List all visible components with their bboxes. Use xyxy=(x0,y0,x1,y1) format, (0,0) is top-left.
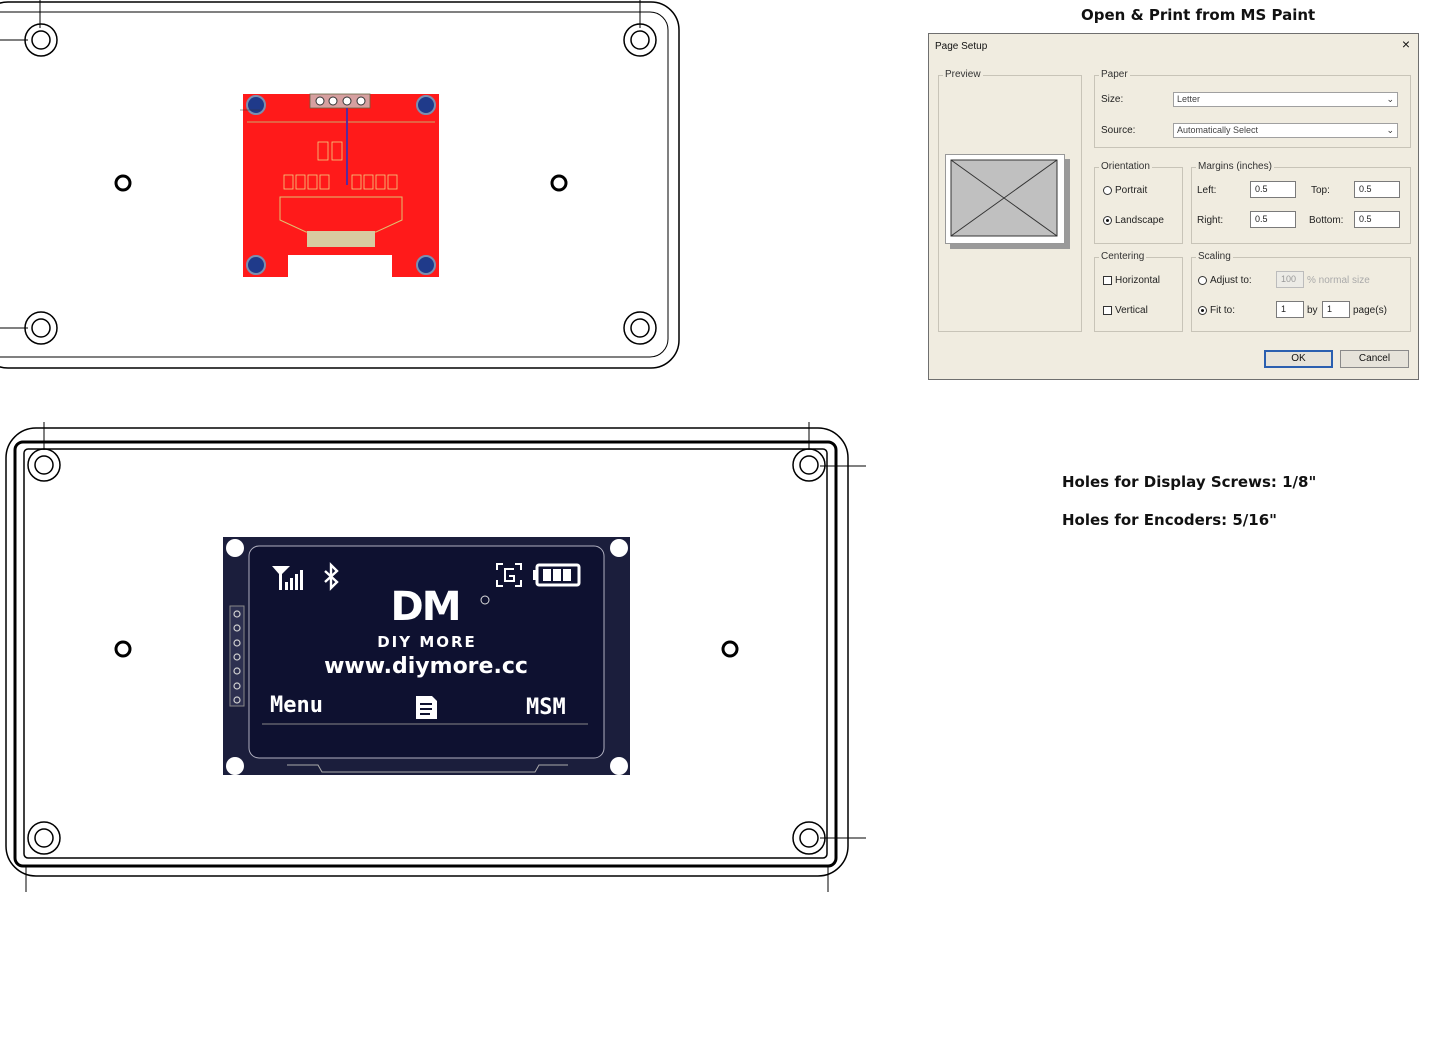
top-encoder-holes xyxy=(114,174,568,192)
adjust-to-radio[interactable] xyxy=(1198,276,1207,285)
left-margin-input[interactable]: 0.5 xyxy=(1250,181,1296,198)
horizontal-label: Horizontal xyxy=(1115,275,1161,286)
adjust-to-input[interactable]: 100 xyxy=(1276,271,1304,288)
paper-size-select[interactable]: Letter ⌄ xyxy=(1173,92,1398,107)
oled-logo: DM xyxy=(390,584,461,630)
vertical-checkbox[interactable] xyxy=(1103,306,1112,315)
paper-size-value: Letter xyxy=(1177,94,1201,104)
orientation-legend: Orientation xyxy=(1099,161,1152,172)
paper-legend: Paper xyxy=(1099,69,1130,80)
signal-icon xyxy=(272,566,303,590)
size-label: Size: xyxy=(1101,94,1124,105)
preview-group: Preview xyxy=(938,69,1082,332)
horizontal-checkbox[interactable] xyxy=(1103,276,1112,285)
bottom-corner-screw-holes xyxy=(27,448,826,855)
scaling-group: Scaling xyxy=(1191,251,1411,332)
oled-module xyxy=(223,537,630,775)
landscape-label: Landscape xyxy=(1115,215,1164,226)
page-title: Open & Print from MS Paint xyxy=(1081,6,1316,24)
bottom-enclosure xyxy=(5,422,866,892)
top-corner-screw-holes xyxy=(24,23,657,345)
adjust-to-label: Adjust to: xyxy=(1210,275,1252,286)
ok-button[interactable]: OK xyxy=(1264,350,1333,368)
portrait-label: Portrait xyxy=(1115,185,1148,196)
cancel-button[interactable]: Cancel xyxy=(1340,350,1409,368)
bottom-encoder-holes xyxy=(114,640,739,658)
left-margin-label: Left: xyxy=(1197,185,1217,196)
fit-to-radio[interactable] xyxy=(1198,306,1207,315)
vertical-label: Vertical xyxy=(1115,305,1148,316)
landscape-radio[interactable] xyxy=(1103,216,1112,225)
bottom-margin-input[interactable]: 0.5 xyxy=(1354,211,1400,228)
paper-source-value: Automatically Select xyxy=(1177,125,1259,135)
oled-brand: DIY MORE xyxy=(377,633,477,651)
right-margin-input[interactable]: 0.5 xyxy=(1250,211,1296,228)
preview-paper xyxy=(945,154,1065,244)
by-label: by xyxy=(1307,305,1318,316)
page-setup-dialog: Page Setup × Preview Paper Size: Letter … xyxy=(928,33,1419,380)
chevron-down-icon: ⌄ xyxy=(1386,125,1394,135)
top-margin-input[interactable]: 0.5 xyxy=(1354,181,1400,198)
fit-wide-input[interactable]: 1 xyxy=(1276,301,1304,318)
preview-legend: Preview xyxy=(943,69,983,80)
display-screw-note: Holes for Display Screws: 1/8" xyxy=(1062,473,1317,491)
dialog-title: Page Setup xyxy=(935,41,988,52)
bottom-margin-label: Bottom: xyxy=(1309,215,1344,226)
oled-menu-right: MSM xyxy=(526,695,566,720)
battery-icon xyxy=(533,563,581,587)
centering-legend: Centering xyxy=(1099,251,1147,262)
paper-source-select[interactable]: Automatically Select ⌄ xyxy=(1173,123,1398,138)
chevron-down-icon: ⌄ xyxy=(1386,94,1394,104)
document-icon xyxy=(416,696,437,719)
adjust-suffix: % normal size xyxy=(1307,275,1370,286)
orientation-group: Orientation xyxy=(1094,161,1183,244)
fit-to-label: Fit to: xyxy=(1210,305,1236,316)
pages-suffix: page(s) xyxy=(1353,305,1387,316)
source-label: Source: xyxy=(1101,125,1136,136)
scaling-legend: Scaling xyxy=(1196,251,1233,262)
portrait-radio[interactable] xyxy=(1103,186,1112,195)
oled-menu-left: Menu xyxy=(270,693,323,718)
centering-group: Centering xyxy=(1094,251,1183,332)
top-enclosure xyxy=(0,0,680,369)
close-icon[interactable]: × xyxy=(1401,36,1410,52)
right-margin-label: Right: xyxy=(1197,215,1224,226)
paper-group: Paper xyxy=(1094,69,1411,148)
top-margin-label: Top: xyxy=(1311,185,1330,196)
oled-url: www.diymore.cc xyxy=(324,654,528,679)
fit-tall-input[interactable]: 1 xyxy=(1322,301,1350,318)
encoder-hole-note: Holes for Encoders: 5/16" xyxy=(1062,511,1277,529)
preview-image-icon xyxy=(950,159,1058,237)
pcb-board xyxy=(240,93,439,279)
margins-group: Margins (inches) xyxy=(1191,161,1411,244)
margins-legend: Margins (inches) xyxy=(1196,161,1274,172)
gps-icon xyxy=(496,563,522,587)
bluetooth-icon xyxy=(324,562,339,591)
